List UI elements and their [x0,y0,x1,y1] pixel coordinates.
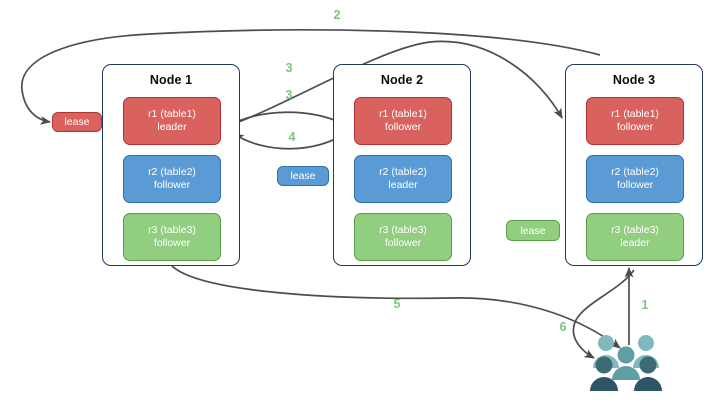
edge-label-3b: 3 [285,88,293,102]
replica-node3-r1[interactable]: r1 (table1) follower [586,97,684,145]
edge-label-6: 6 [559,320,567,334]
replica-role: follower [384,121,422,133]
replica-node3-r3[interactable]: r3 (table3) leader [586,213,684,261]
node-title-node2: Node 2 [380,73,424,87]
replica-role: leader [388,179,418,191]
replica-name: r2 (table2) [148,165,196,178]
replica-name: r2 (table2) [611,165,659,178]
edge-3b-path [227,111,345,127]
replica-node2-r2[interactable]: r2 (table2) leader [354,155,452,203]
replica-node1-r3[interactable]: r3 (table3) follower [123,213,221,261]
replica-name: r3 (table3) [148,223,196,236]
lease-badge-green[interactable]: lease [506,220,560,241]
replica-role: follower [384,237,422,249]
users-icon [590,332,670,394]
replica-node2-r1[interactable]: r1 (table1) follower [354,97,452,145]
users-icon-svg [590,335,662,391]
replica-name: r1 (table1) [611,107,659,120]
replica-role: leader [157,121,187,133]
replica-name: r1 (table1) [379,107,427,120]
user-figure-front-left [590,356,618,391]
lease-badge-red[interactable]: lease [52,112,102,132]
user-figure-middle-center [612,346,640,380]
user-figure-front-right [634,356,662,391]
replica-node1-r2[interactable]: r2 (table2) follower [123,155,221,203]
replica-name: r1 (table1) [148,107,196,120]
edge-label-4: 4 [288,130,296,144]
edge-label-3a: 3 [285,61,293,75]
edge-label-1: 1 [641,298,649,312]
replica-role: follower [153,179,191,191]
node-container-node1[interactable]: Node 1 r1 (table1) leader r2 (table2) fo… [102,64,240,266]
replica-role: follower [153,237,191,249]
node-title-node1: Node 1 [149,73,193,87]
edge-label-5: 5 [393,297,401,311]
replica-name: r2 (table2) [379,165,427,178]
node-container-node3[interactable]: Node 3 r1 (table1) follower r2 (table2) … [565,64,703,266]
replica-role: leader [620,237,650,249]
replica-name: r3 (table3) [379,223,427,236]
replica-node3-r2[interactable]: r2 (table2) follower [586,155,684,203]
replica-role: follower [616,121,654,133]
node-title-node3: Node 3 [612,73,656,87]
replica-role: follower [616,179,654,191]
replica-name: r3 (table3) [611,223,659,236]
replica-node1-r1[interactable]: r1 (table1) leader [123,97,221,145]
node-container-node2[interactable]: Node 2 r1 (table1) follower r2 (table2) … [333,64,471,266]
edge-label-2: 2 [333,8,341,22]
lease-badge-blue[interactable]: lease [277,166,329,186]
replica-node2-r3[interactable]: r3 (table3) follower [354,213,452,261]
